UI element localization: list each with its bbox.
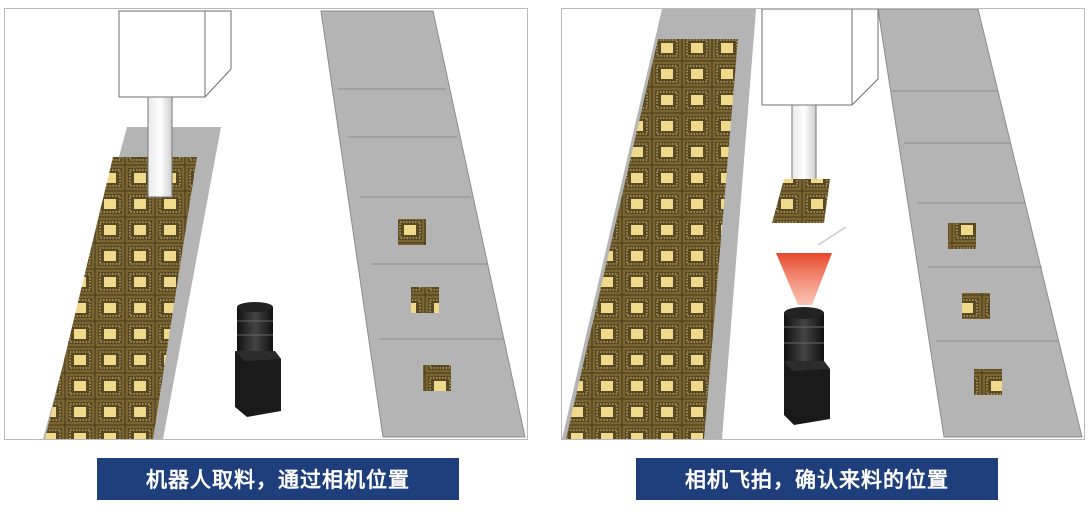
scene-camera-flying-shot xyxy=(561,8,1085,440)
scene-illustration-left xyxy=(43,10,526,439)
camera-flash xyxy=(776,226,847,305)
robot-gripper xyxy=(118,10,232,198)
chip-part xyxy=(948,223,976,249)
chip-part xyxy=(974,369,1002,395)
chip-part xyxy=(411,287,439,313)
camera-icon xyxy=(784,307,830,425)
scene-robot-picking xyxy=(4,8,528,440)
chip-tray xyxy=(43,127,221,439)
chip-part xyxy=(398,219,426,245)
camera-icon xyxy=(235,302,281,417)
chip-part xyxy=(423,365,451,391)
chip-tray xyxy=(562,9,756,439)
caption-camera-flying-shot: 相机飞拍，确认来料的位置 xyxy=(636,458,998,500)
scene-illustration-right xyxy=(562,9,1083,439)
chip-part xyxy=(962,293,990,319)
conveyor-belt xyxy=(877,9,1083,438)
robot-gripper xyxy=(761,9,879,223)
caption-robot-picking: 机器人取料，通过相机位置 xyxy=(97,458,459,500)
